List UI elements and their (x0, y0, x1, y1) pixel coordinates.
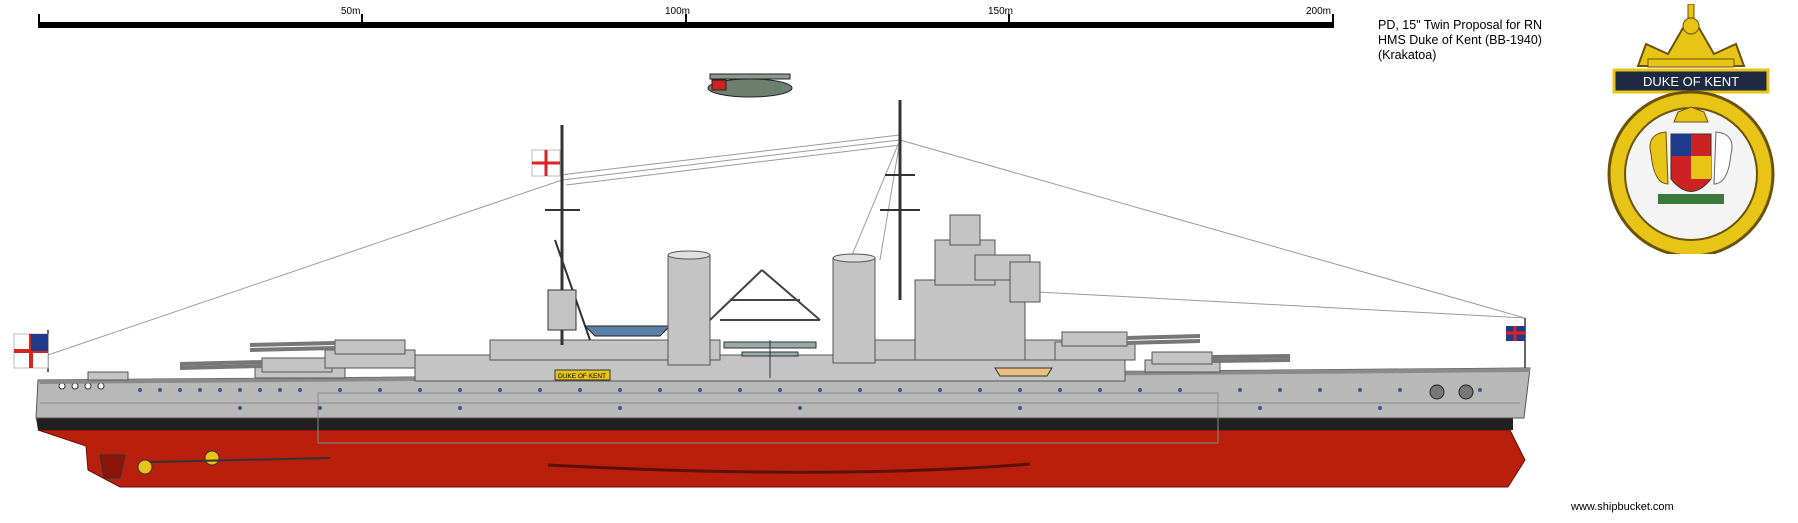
jack-flag (1506, 318, 1526, 368)
scale-tick (38, 14, 40, 28)
scale-tick (1008, 14, 1010, 28)
scale-tick (685, 14, 687, 28)
scale-tick (361, 14, 363, 28)
aircraft-crane (709, 269, 821, 321)
scale-bar: 50m 100m 150m 200m (38, 6, 1334, 38)
title-line-1: PD, 15" Twin Proposal for RN (1378, 18, 1542, 32)
catapult-aircraft (723, 340, 817, 378)
badge-name: DUKE OF KENT (1643, 74, 1739, 89)
ship-nameboard (554, 369, 611, 381)
title-line-2: HMS Duke of Kent (BB-1940) (1378, 33, 1542, 47)
scale-label-50m: 50m (341, 6, 361, 17)
ship-badge: DUKE OF KENT (1607, 4, 1775, 254)
scale-label-100m: 100m (665, 6, 691, 17)
scale-tick (1332, 14, 1334, 28)
scale-label-200m: 200m (1306, 6, 1332, 17)
naval-crown-icon (1636, 4, 1746, 68)
turret-a (1144, 351, 1291, 373)
turret-y (249, 339, 416, 369)
mast-ensign (531, 149, 561, 177)
title-block: PD, 15" Twin Proposal for RN HMS Duke of… (1378, 18, 1542, 63)
propellers (99, 450, 331, 479)
rigging (47, 134, 1526, 356)
aft-mast (545, 125, 591, 345)
scale-label-150m: 150m (988, 6, 1014, 17)
stern-ensign (13, 330, 49, 372)
ship-nameboard-text: DUKE OF KENT (558, 373, 606, 380)
turret-x (179, 357, 346, 379)
seaplane (707, 73, 793, 98)
hull-boot (36, 418, 1513, 430)
hull-red (37, 429, 1526, 488)
turret-b (1054, 331, 1201, 361)
title-line-3: (Krakatoa) (1378, 48, 1437, 62)
bridge-tower (914, 214, 1041, 361)
coat-of-arms-icon (1649, 106, 1733, 204)
funnels (667, 250, 876, 366)
credit-text: www.shipbucket.com (1571, 501, 1674, 513)
fore-mast (880, 100, 920, 300)
